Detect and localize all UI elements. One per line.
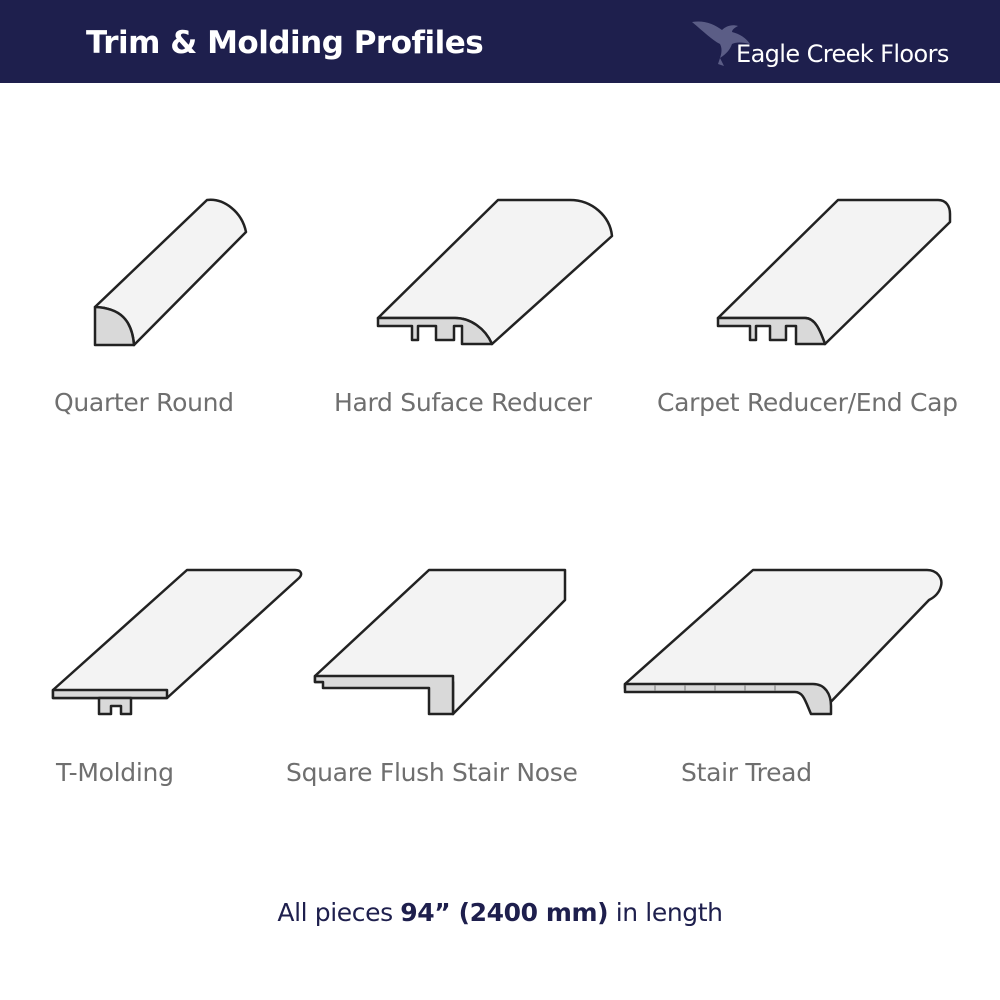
stair-tread-figure [623, 568, 943, 716]
quarter-round-figure [93, 198, 248, 347]
hard-surface-reducer-figure [376, 198, 614, 346]
header-bar: Trim & Molding Profiles Eagle Creek Floo… [0, 0, 1000, 83]
brand-name: Eagle Creek Floors [736, 40, 949, 68]
quarter-round-label: Quarter Round [54, 388, 234, 417]
stair-tread-label: Stair Tread [681, 758, 812, 787]
brand-logo: Eagle Creek Floors [690, 12, 990, 74]
eagle-icon [692, 21, 750, 66]
square-flush-stair-nose-label: Square Flush Stair Nose [286, 758, 578, 787]
footnote-length: 94” (2400 mm) [400, 898, 609, 927]
square-flush-stair-nose-figure [313, 568, 567, 716]
page-title: Trim & Molding Profiles [86, 25, 484, 61]
footnote-prefix: All pieces [277, 898, 401, 927]
carpet-reducer-end-cap-figure [716, 198, 952, 346]
hard-surface-reducer-label: Hard Suface Reducer [334, 388, 592, 417]
footnote-suffix: in length [608, 898, 723, 927]
t-molding-figure [51, 568, 303, 716]
carpet-reducer-end-cap-label: Carpet Reducer/End Cap [657, 388, 958, 417]
length-footnote: All pieces 94” (2400 mm) in length [0, 898, 1000, 927]
t-molding-label: T-Molding [56, 758, 174, 787]
